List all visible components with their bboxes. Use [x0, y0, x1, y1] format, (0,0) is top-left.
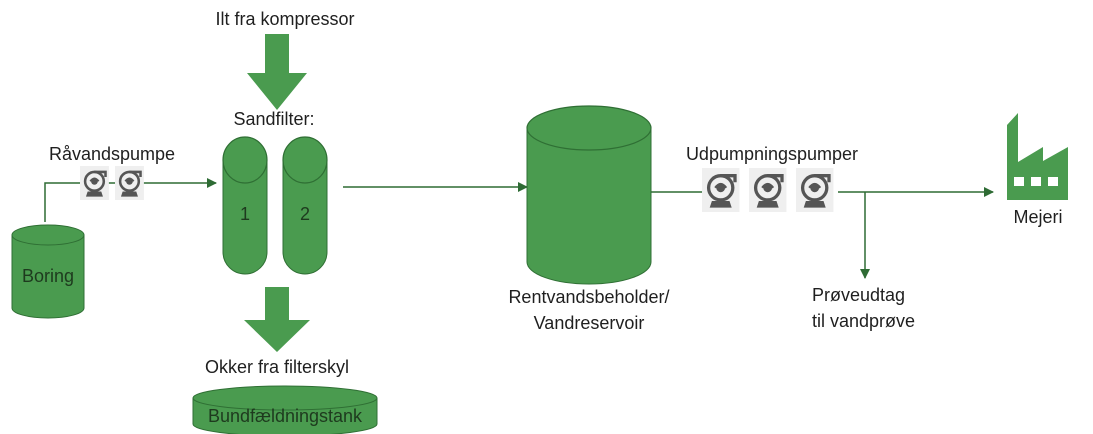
settling-tank-label: Bundfældningstank	[208, 406, 363, 426]
arrow-ochre-down	[244, 287, 310, 352]
filter-1-label: 1	[240, 204, 250, 224]
factory-icon	[1007, 113, 1068, 200]
pipes	[44, 178, 994, 279]
pump-icon	[747, 166, 789, 214]
pump-icon	[794, 166, 836, 214]
reservoir-label-line2: Vandreservoir	[534, 313, 645, 333]
pump-icon	[78, 164, 111, 202]
boring-tank	[11, 224, 85, 319]
boring-label: Boring	[22, 266, 74, 286]
settling-tank	[192, 385, 378, 434]
sample-label-line2: til vandprøve	[812, 311, 915, 331]
sample-label-line1: Prøveudtag	[812, 285, 905, 305]
sandfilter-1	[222, 136, 268, 275]
reservoir-label-line1: Rentvandsbeholder/	[508, 287, 669, 307]
arrow-oxygen-down	[247, 34, 307, 110]
reservoir-tank	[526, 105, 652, 285]
out-pumps-label: Udpumpningspumper	[686, 144, 858, 164]
pump-icon	[700, 166, 742, 214]
sandfilter-2	[282, 136, 328, 275]
dairy-label: Mejeri	[1013, 207, 1062, 227]
sandfilter-label: Sandfilter:	[233, 109, 314, 129]
compressor-label: Ilt fra kompressor	[215, 9, 354, 29]
pump-icon	[113, 164, 146, 202]
raw-pump-label: Råvandspumpe	[49, 144, 175, 164]
ochre-label: Okker fra filterskyl	[205, 357, 349, 377]
pipe-boring-to-filter	[44, 178, 217, 222]
filter-2-label: 2	[300, 204, 310, 224]
